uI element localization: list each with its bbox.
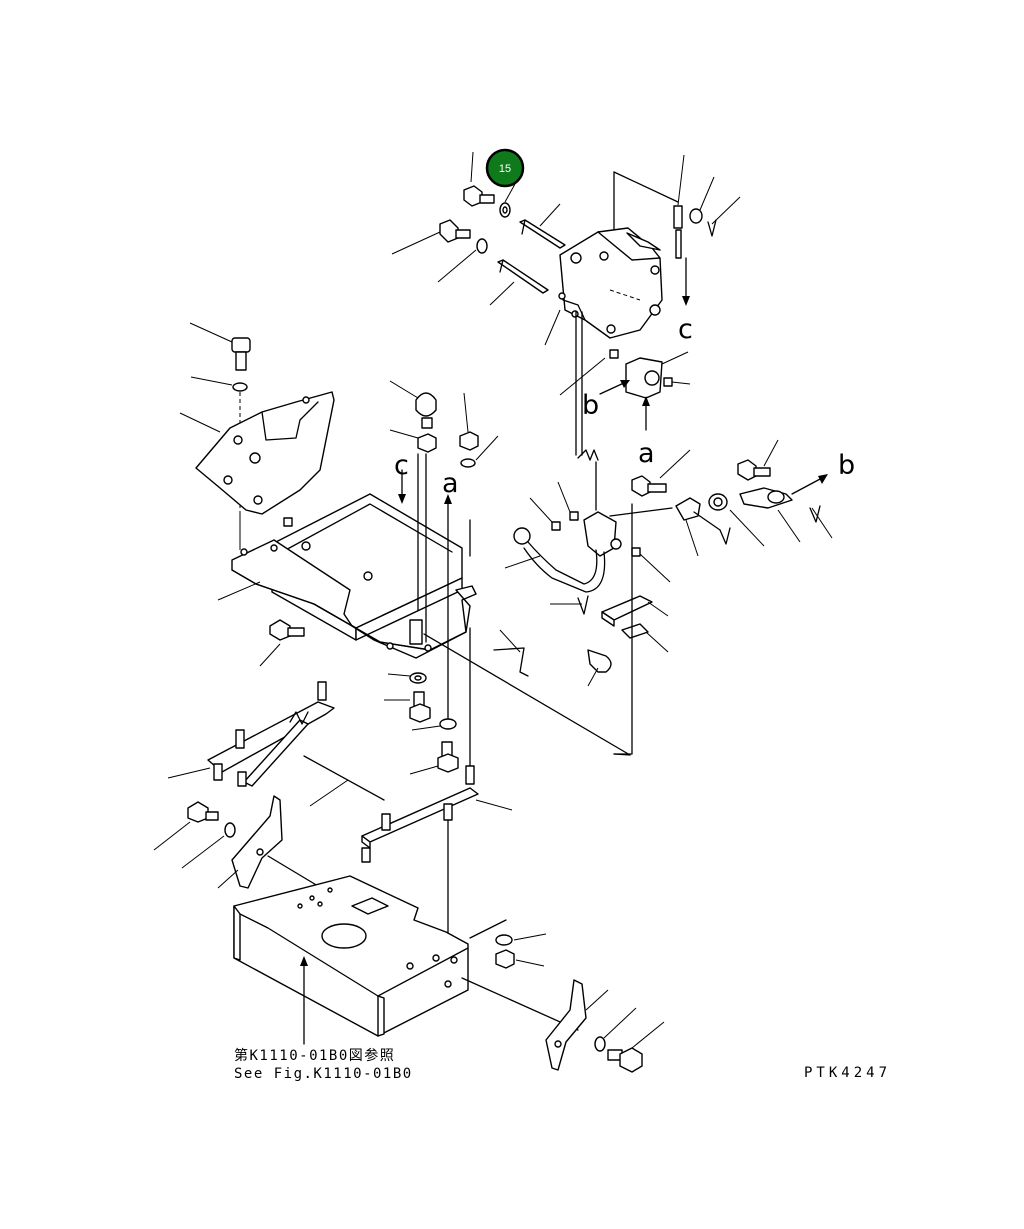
ref-letter-b-right: b — [838, 450, 855, 481]
ref-letter-a-box: a — [442, 468, 459, 499]
ref-letter-a-block: a — [638, 438, 655, 469]
ref-letter-c-box: c — [394, 450, 409, 481]
item-15-marker[interactable]: 15 — [485, 148, 525, 188]
bottom-base-plate — [153, 795, 665, 1073]
upper-bracket-assembly — [391, 151, 741, 431]
left-bracket-assembly — [179, 322, 335, 550]
ref-letter-c-top: c — [678, 314, 693, 345]
ref-letter-b-block: b — [582, 390, 599, 421]
right-lever-assembly — [423, 311, 833, 756]
bolt-top-left — [463, 185, 495, 207]
item-15-label: 15 — [499, 163, 511, 175]
reference-note-en: See Fig.K1110-01B0 — [234, 1066, 413, 1082]
knob-and-nuts — [389, 380, 499, 771]
reference-note-jp: 第K1110-01B0図参照 — [234, 1047, 395, 1064]
control-box-main — [217, 493, 529, 677]
drawing-code: PTK4247 — [804, 1065, 891, 1081]
washer-15 — [499, 202, 511, 218]
lower-linkages — [167, 672, 513, 941]
